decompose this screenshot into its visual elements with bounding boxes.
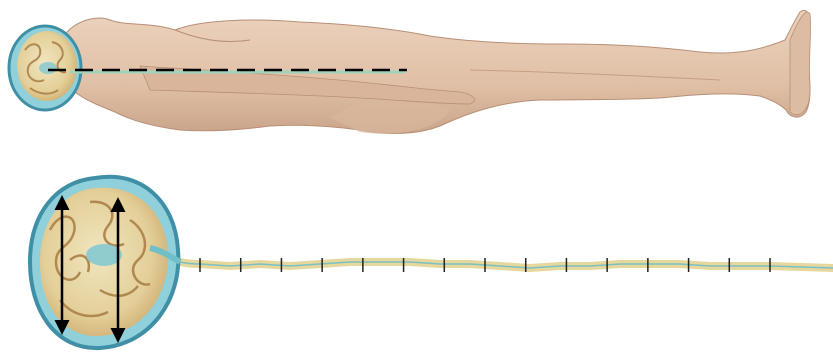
brain-ventricle — [86, 244, 122, 266]
brain-large-icon — [30, 177, 180, 348]
brain-cross-section-icon — [9, 26, 81, 110]
top-panel — [9, 10, 811, 133]
bottom-panel — [30, 177, 833, 348]
